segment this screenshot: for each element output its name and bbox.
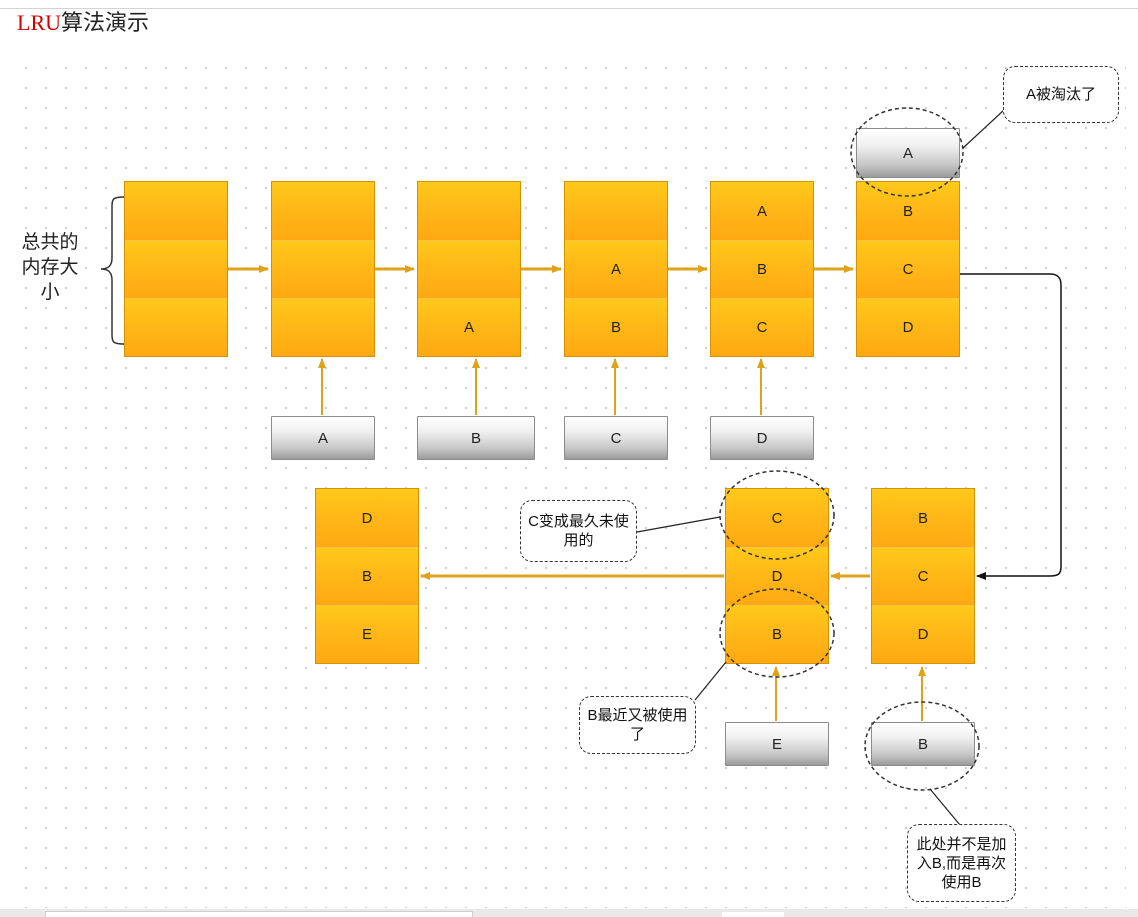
stack-cell xyxy=(125,298,227,356)
memory-stack-9: D B E xyxy=(315,488,419,664)
stack-cell: C xyxy=(857,240,959,298)
stack-cell: D xyxy=(872,605,974,663)
page-title: LRU算法演示 xyxy=(17,8,149,38)
stack-cell xyxy=(125,182,227,240)
note-evicted: A被淘汰了 xyxy=(1003,66,1119,123)
stack-cell xyxy=(272,240,374,298)
note-not-added: 此处并不是加入B,而是再次使用B xyxy=(907,824,1016,902)
stack-cell: B xyxy=(872,489,974,547)
stack-cell: E xyxy=(316,605,418,663)
evicted-block: A xyxy=(856,128,960,178)
stack-cell: B xyxy=(316,547,418,605)
memory-stack-3: A xyxy=(417,181,521,357)
stack-cell: B xyxy=(565,298,667,356)
stack-cell xyxy=(125,240,227,298)
scrollbar-thumb[interactable] xyxy=(45,911,473,917)
input-block: B xyxy=(871,722,975,766)
memory-stack-5: A B C xyxy=(710,181,814,357)
input-block: C xyxy=(564,416,668,460)
title-prefix: LRU xyxy=(17,10,61,35)
memory-stack-7: B C D xyxy=(871,488,975,664)
stack-cell: D xyxy=(726,547,828,605)
stack-cell: A xyxy=(565,240,667,298)
stack-cell: B xyxy=(726,605,828,663)
input-block: A xyxy=(271,416,375,460)
stack-cell: C xyxy=(711,298,813,356)
stack-cell: D xyxy=(857,298,959,356)
highlight-ellipse xyxy=(864,701,980,791)
top-divider xyxy=(0,8,1138,9)
stack-cell xyxy=(565,182,667,240)
stack-cell: D xyxy=(316,489,418,547)
memory-stack-6: B C D xyxy=(856,181,960,357)
memory-stack-1 xyxy=(124,181,228,357)
stack-cell xyxy=(418,240,520,298)
note-c-lru: C变成最久未使用的 xyxy=(520,500,637,562)
callout-line xyxy=(694,661,727,701)
callout-line xyxy=(636,516,721,533)
stack-cell: A xyxy=(711,182,813,240)
input-block: E xyxy=(725,722,829,766)
input-block: D xyxy=(710,416,814,460)
wrap-connector xyxy=(960,273,1062,580)
stack-cell: C xyxy=(872,547,974,605)
memory-stack-2 xyxy=(271,181,375,357)
total-memory-label: 总共的内存大小 xyxy=(21,232,79,303)
note-b-reused: B最近又被使用了 xyxy=(579,696,696,754)
bottom-scrollbar[interactable] xyxy=(0,909,1138,917)
callout-line xyxy=(962,109,1005,149)
scrollbar-segment xyxy=(722,912,784,917)
stack-cell xyxy=(418,182,520,240)
stack-cell xyxy=(272,182,374,240)
memory-stack-8: C D B xyxy=(725,488,829,664)
stack-cell xyxy=(272,298,374,356)
highlight-ellipse xyxy=(719,470,835,560)
title-rest: 算法演示 xyxy=(61,10,150,35)
memory-stack-4: A B xyxy=(564,181,668,357)
memory-brace xyxy=(100,196,125,345)
stack-cell: A xyxy=(418,298,520,356)
highlight-ellipse xyxy=(719,588,835,678)
stack-cell: B xyxy=(711,240,813,298)
highlight-ellipse xyxy=(850,107,964,197)
stack-cell: B xyxy=(857,182,959,240)
stack-cell: C xyxy=(726,489,828,547)
callout-line xyxy=(929,788,961,826)
input-block: B xyxy=(417,416,535,460)
